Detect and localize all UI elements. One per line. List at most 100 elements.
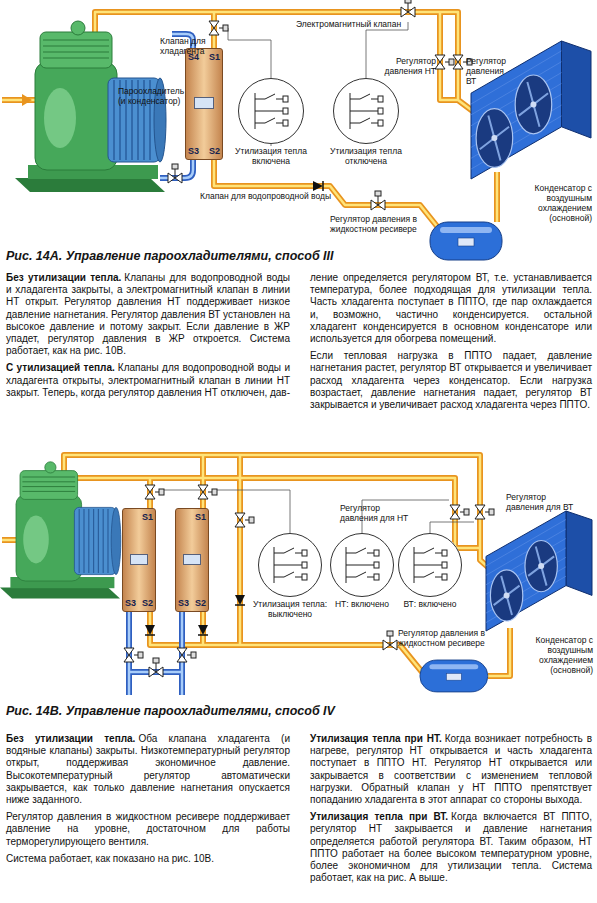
pressure-regulator <box>450 505 469 519</box>
refrigerant-valve <box>145 485 164 499</box>
body-text: ление определяется регулятором ВТ, т.е. … <box>310 272 592 344</box>
switch-symbol <box>346 547 379 583</box>
switch-state-circle: Утилизация тепла: выключено <box>258 533 322 597</box>
control-wire <box>228 22 408 146</box>
body-text: Если тепловая нагрузка в ППТО падает, да… <box>310 350 592 410</box>
port-label: S1 <box>142 512 153 522</box>
port-label: S3 <box>178 598 189 608</box>
port-label: S1 <box>195 512 206 522</box>
desuperheater: S1S3 S2 <box>122 508 156 612</box>
part-label: Клапан для водопроводной воды <box>200 191 340 201</box>
switch-symbol <box>414 547 447 583</box>
liquid-receiver <box>430 222 502 260</box>
node-caption: Конденсатор с воздушным охлаждением (осн… <box>498 635 593 675</box>
paragraph: Регулятор давления в жидкостном ресивере… <box>6 811 290 848</box>
condenser-shape <box>485 510 593 632</box>
port-label: S2 <box>142 598 153 608</box>
water-valve <box>149 658 163 677</box>
paragraph-heading: Без утилизации тепла. <box>6 733 135 744</box>
body-text: Регулятор давления в жидкостном ресивере… <box>6 811 290 846</box>
fan-hub <box>530 101 536 107</box>
switch-circle-fill <box>398 533 462 597</box>
part-label: Электромагнитный клапан <box>296 19 406 29</box>
text-column: Без утилизации тепла.Оба клапана хладаге… <box>6 733 290 870</box>
part-label: Пароохладитель (и конденсатор) <box>118 86 184 106</box>
condenser-face <box>486 511 566 631</box>
water-valve <box>168 164 182 183</box>
condenser-side <box>562 41 592 138</box>
part-label: Регулятор давления для НТ <box>340 503 412 523</box>
paragraph-heading: Без утилизации тепла. <box>6 272 121 283</box>
paragraph-heading: Утилизация тепла при ВТ. <box>310 811 448 822</box>
fan-blade <box>480 116 509 161</box>
condenser-fan <box>490 570 522 621</box>
figure-title: Рис. 14В. Управление пароохладителями, с… <box>6 704 335 719</box>
compressor <box>0 462 121 599</box>
check-valve <box>235 595 245 605</box>
switch-circle-fill <box>258 533 322 597</box>
node-caption: Конденсатор с воздушным охлаждением (осн… <box>497 183 592 223</box>
port-label: S2 <box>195 598 206 608</box>
fan-hub <box>504 592 510 598</box>
paragraph: Утилизация тепла при НТ.Когда возникает … <box>310 733 592 806</box>
control-wire <box>164 490 474 533</box>
part-label: Регулятор давления в жидкостном ресивере <box>330 214 418 234</box>
switch-symbol <box>255 93 288 129</box>
switch-circle-fill <box>333 78 399 144</box>
paragraph: Утилизация тепла при ВТ.Когда включается… <box>310 811 592 884</box>
port-label: S3 <box>125 598 136 608</box>
paragraph: Без утилизации тепла.Оба клапана хладаге… <box>6 733 290 806</box>
node-caption: НТ: включено <box>329 599 395 609</box>
water-valve <box>124 648 143 662</box>
part-label: Регулятор давления для ВТ <box>506 492 586 512</box>
port-label: S1 <box>209 52 220 62</box>
text-column: Без утилизации тепла.Клапаны для водопро… <box>6 272 290 404</box>
pressure-regulator <box>435 55 454 69</box>
fan-hub <box>491 135 497 141</box>
body-text: Клапаны для водопроводной воды и хладаге… <box>6 272 290 356</box>
refrigerant-valve <box>198 485 217 499</box>
figure-title: Рис. 14А. Управление пароохладителями, с… <box>6 249 334 264</box>
node-caption: Утилизация тепла: выключено <box>250 599 330 619</box>
node-caption: ВТ: включено <box>397 599 463 609</box>
refrigerant-valve <box>209 21 228 35</box>
pressure-regulator <box>475 505 494 519</box>
switch-circle-fill <box>330 533 394 597</box>
condenser-fan <box>525 541 557 592</box>
bypass-valve <box>235 513 254 527</box>
part-label: Клапан для хладагента <box>160 36 218 56</box>
port-label: S3 <box>188 146 199 156</box>
switch-state-circle: ВТ: включено <box>398 533 462 597</box>
paragraph: ление определяется регулятором ВТ, т.е. … <box>310 272 592 345</box>
pipework-a <box>2 12 497 230</box>
compressor <box>15 21 166 192</box>
liquid-receiver <box>420 660 488 692</box>
part-label: Регулятор давления в жидкостном ресивере <box>398 628 493 648</box>
check-valve <box>313 181 323 191</box>
text-column: ление определяется регулятором ВТ, т.е. … <box>310 272 592 416</box>
node-caption: Утилизация тепла отключена <box>325 146 407 166</box>
paragraph: С утилизацией тепла.Клапаны для водопров… <box>6 362 290 399</box>
fan-blade <box>528 547 554 586</box>
node-caption: Утилизация тепла включена <box>230 146 312 166</box>
part-label: Регулятор давления НТ <box>378 56 436 76</box>
switch-state-circle: НТ: включено <box>330 533 394 597</box>
water-pipe <box>129 612 182 695</box>
fan-hub <box>538 563 544 569</box>
condenser-fan <box>515 75 552 134</box>
paragraph: Если тепловая нагрузка в ППТО падает, да… <box>310 350 592 411</box>
text-column: Утилизация тепла при НТ.Когда возникает … <box>310 733 592 889</box>
fan-blade <box>494 576 520 615</box>
desuperheater: S1S3 S2 <box>175 508 209 612</box>
paragraph-heading: С утилизацией тепла. <box>6 362 115 373</box>
switch-symbol <box>350 93 383 129</box>
receiver-regulator <box>371 191 385 210</box>
fan-blade <box>519 82 548 127</box>
switch-circle-fill <box>238 78 304 144</box>
switch-symbol <box>274 547 307 583</box>
desuperheater: S4S1S3S2 <box>185 48 223 160</box>
switch-state-circle: Утилизация тепла отключена <box>333 78 399 144</box>
paragraph-heading: Утилизация тепла при НТ. <box>310 733 442 744</box>
switch-state-circle: Утилизация тепла включена <box>238 78 304 144</box>
check-valve <box>145 625 155 635</box>
